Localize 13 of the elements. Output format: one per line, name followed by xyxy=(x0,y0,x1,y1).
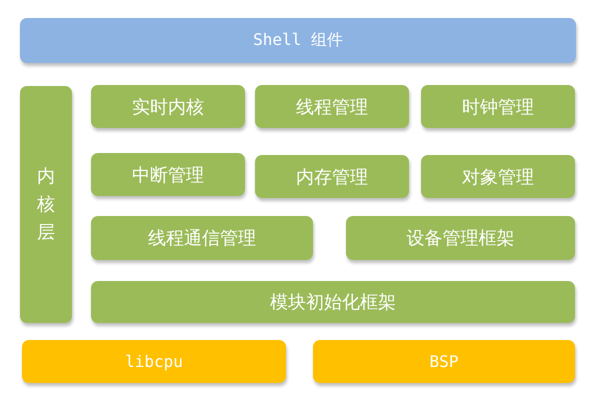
module-box: 内存管理 xyxy=(255,155,409,198)
layer-bar: libcpu xyxy=(22,340,286,383)
module-box: 线程通信管理 xyxy=(91,216,313,260)
kernel-layer-bar: 内核层 xyxy=(20,86,72,323)
module-box: 线程管理 xyxy=(255,85,409,128)
shell-component-bar: Shell 组件 xyxy=(20,18,576,63)
module-box: 实时内核 xyxy=(91,85,245,128)
module-box: 对象管理 xyxy=(421,155,575,198)
module-box: 设备管理框架 xyxy=(346,216,575,260)
layer-bar: BSP xyxy=(313,340,575,383)
module-box: 时钟管理 xyxy=(421,85,575,128)
module-box: 中断管理 xyxy=(91,153,245,196)
module-box: 模块初始化框架 xyxy=(91,281,575,323)
